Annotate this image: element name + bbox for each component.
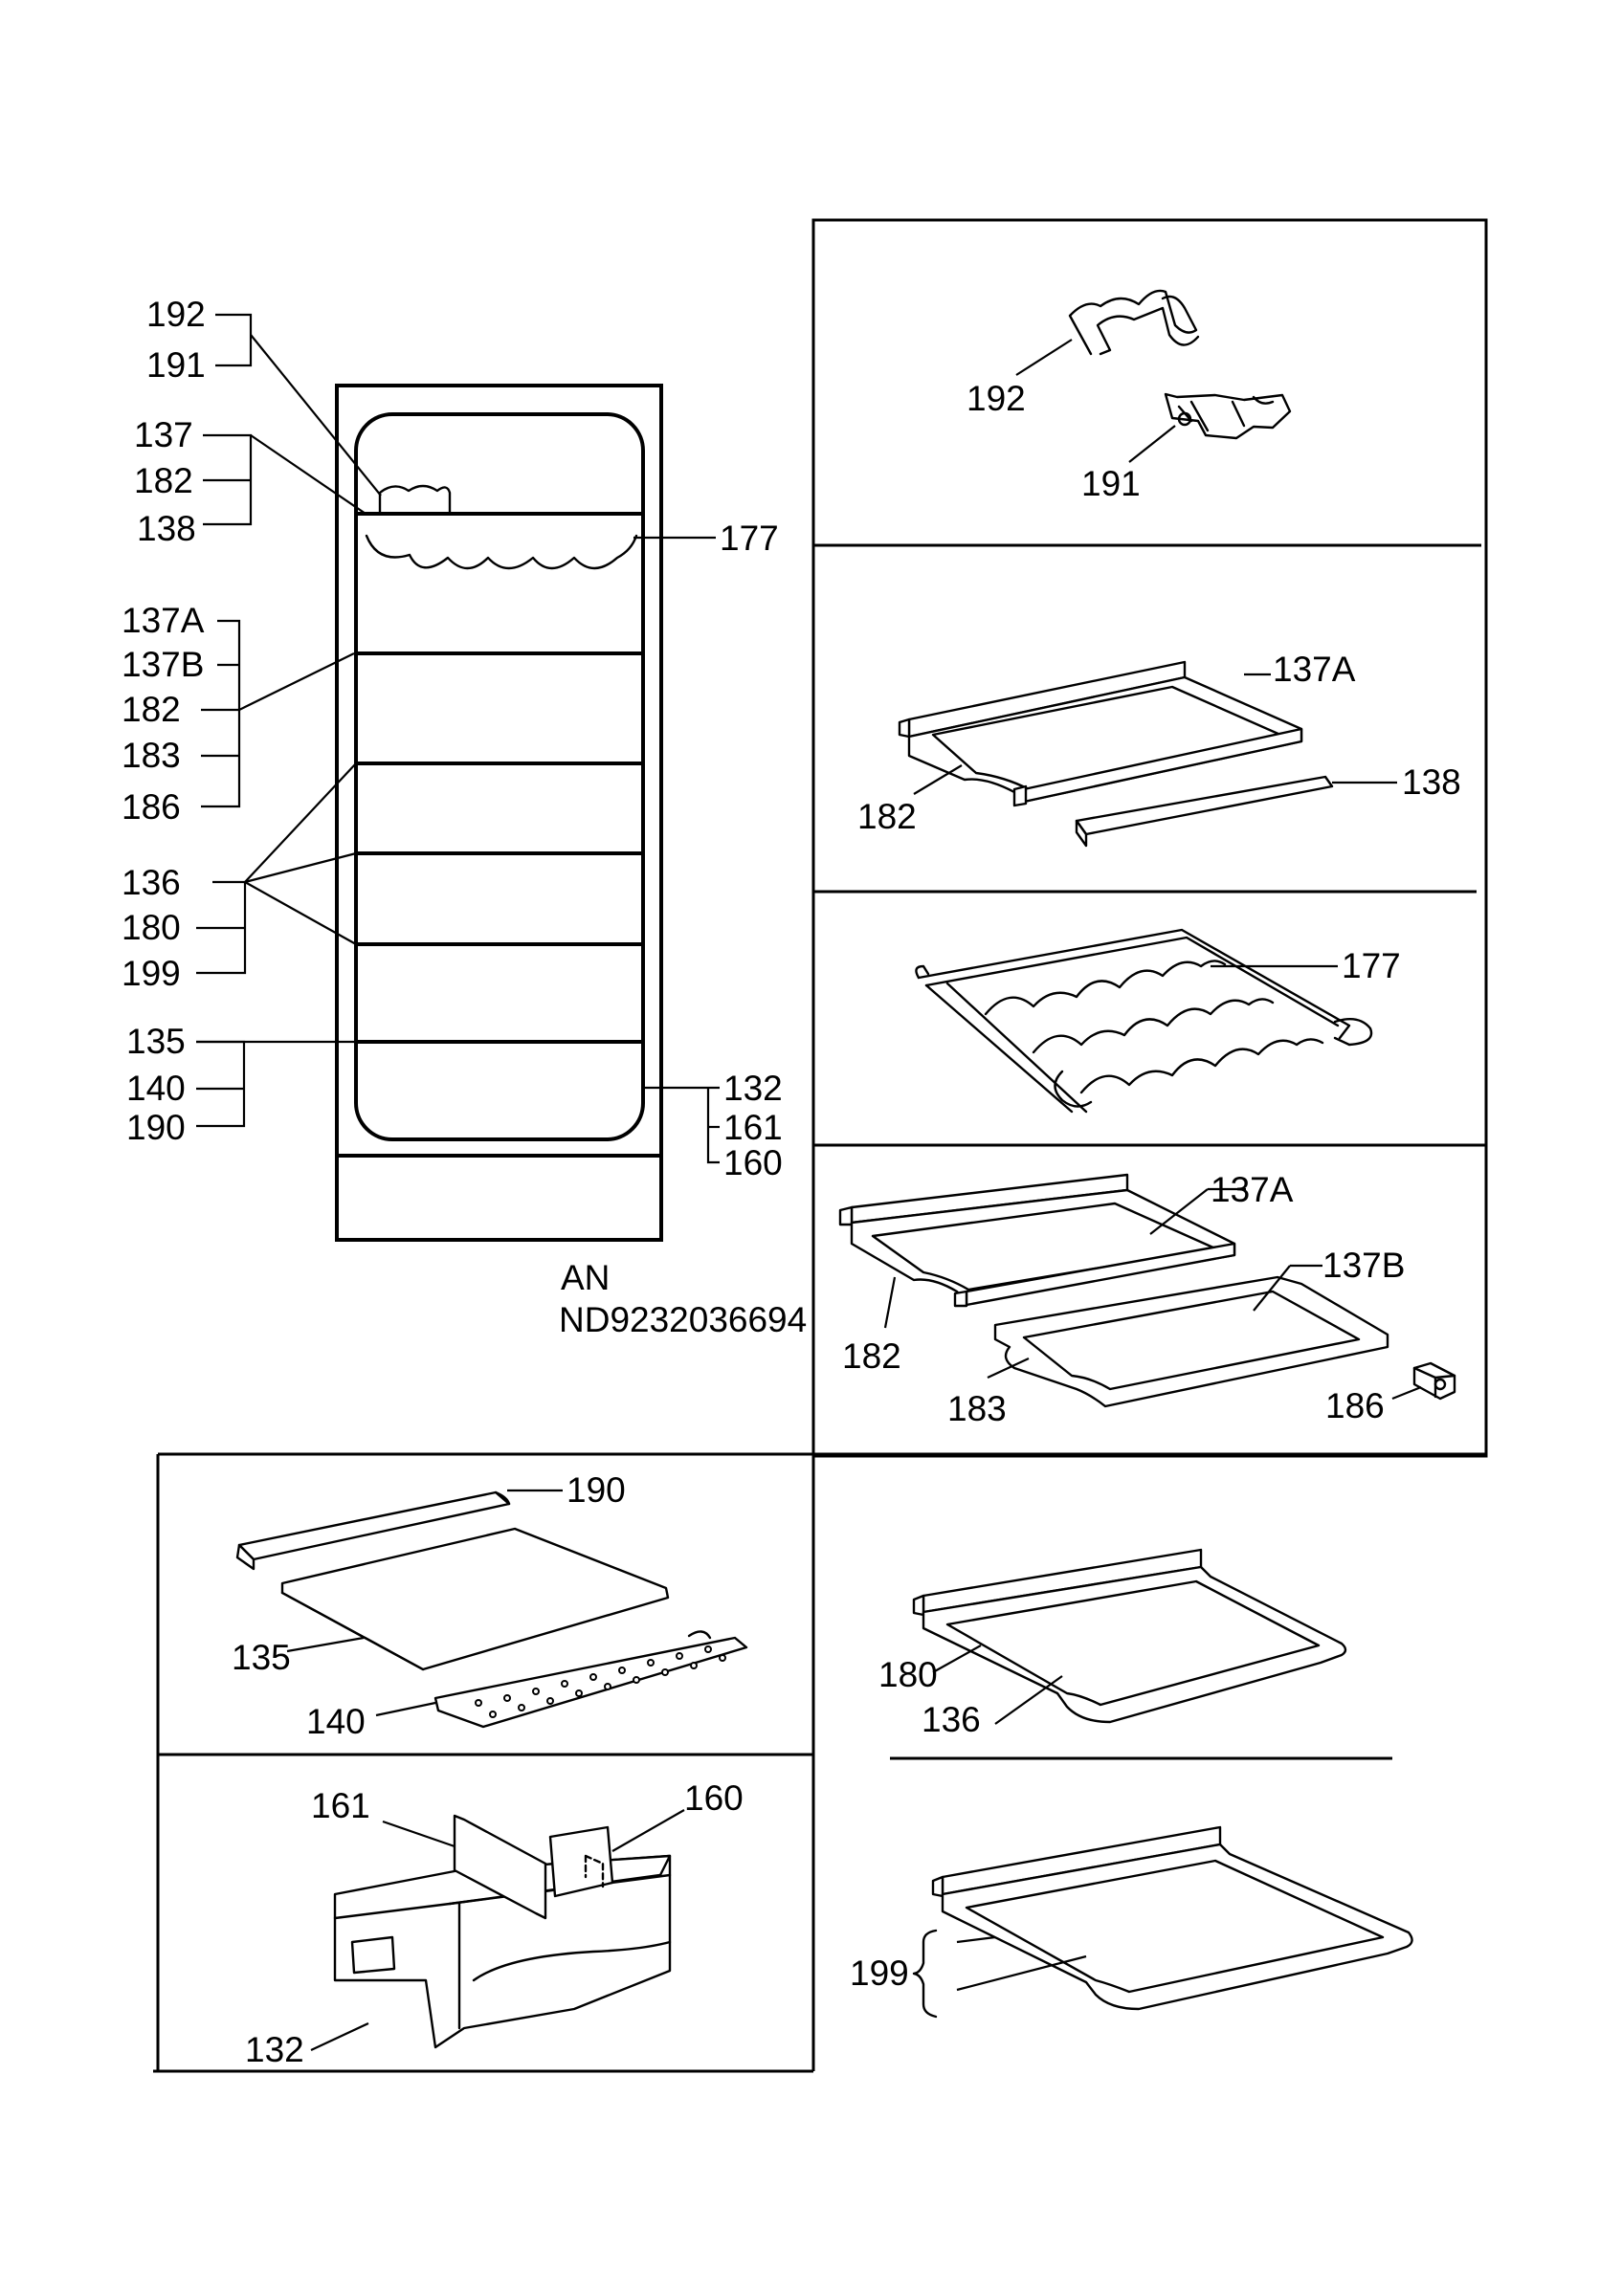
panel-drawer: 161 160 132 (245, 1778, 744, 2069)
callout-190: 190 (126, 1108, 186, 1147)
model-code: ND9232036694 (559, 1300, 807, 1339)
callout-136: 136 (122, 863, 181, 902)
panel6-callout-161: 161 (311, 1786, 370, 1825)
panel6-callout-160: 160 (684, 1778, 744, 1818)
overview-labels: 192 191 137 182 138 137A 137B 182 183 18… (122, 295, 807, 1339)
panel-clip-wire: 192 191 (967, 289, 1292, 503)
callout-192: 192 (146, 295, 206, 334)
grille-vents (475, 1645, 726, 1718)
overview-leaders (196, 313, 720, 1164)
callout-182: 182 (134, 461, 193, 500)
panel7-callout-180: 180 (878, 1655, 938, 1694)
panel1-callout-192: 192 (967, 379, 1026, 418)
panel-bottle-rack: 177 (915, 928, 1401, 1114)
panel2-callout-137a: 137A (1273, 650, 1356, 689)
callout-137b: 137B (122, 645, 204, 684)
callout-137: 137 (134, 415, 193, 454)
callout-135: 135 (126, 1022, 186, 1061)
panel-cover-plate: 190 135 140 (232, 1470, 748, 1741)
fridge-overview (335, 384, 663, 1242)
callout-186: 186 (122, 787, 181, 827)
panel4-callout-137b: 137B (1322, 1246, 1405, 1285)
panel5-callout-135: 135 (232, 1638, 291, 1677)
model-prefix: AN (561, 1258, 610, 1297)
panel4-callout-183: 183 (947, 1389, 1007, 1428)
callout-191: 191 (146, 345, 206, 385)
callout-199: 199 (122, 954, 181, 993)
panel-glass-shelf: 180 136 (878, 1548, 1347, 1739)
callout-177: 177 (720, 519, 779, 558)
panel6-callout-132: 132 (245, 2030, 304, 2069)
panel2-callout-182: 182 (857, 797, 917, 836)
callout-132: 132 (723, 1069, 783, 1108)
panel1-callout-191: 191 (1081, 464, 1141, 503)
panel-shelf-frame: 137A 182 138 (857, 650, 1461, 848)
panel5-callout-140: 140 (306, 1702, 366, 1741)
callout-180: 180 (122, 908, 181, 947)
panel4-callout-182: 182 (842, 1336, 901, 1376)
panel3-callout-177: 177 (1342, 946, 1401, 985)
panel8-callout-199: 199 (850, 1954, 909, 1993)
callout-160: 160 (723, 1143, 783, 1182)
callout-140: 140 (126, 1069, 186, 1108)
callout-182b: 182 (122, 690, 181, 729)
callout-137a: 137A (122, 601, 205, 640)
panel-glass-shelf-complete: 199 (850, 1825, 1413, 2019)
callout-161: 161 (723, 1108, 783, 1147)
callout-183: 183 (122, 736, 181, 775)
panel4-callout-186: 186 (1325, 1386, 1385, 1425)
panel-frames (153, 218, 1488, 2073)
panel2-callout-138: 138 (1402, 762, 1461, 802)
callout-138: 138 (137, 509, 196, 548)
panel5-callout-190: 190 (567, 1470, 626, 1510)
panel7-callout-136: 136 (922, 1700, 981, 1739)
panel4-callout-137a: 137A (1211, 1170, 1294, 1209)
panel-shelf-pair: 137A 137B 182 183 186 (838, 1170, 1456, 1428)
